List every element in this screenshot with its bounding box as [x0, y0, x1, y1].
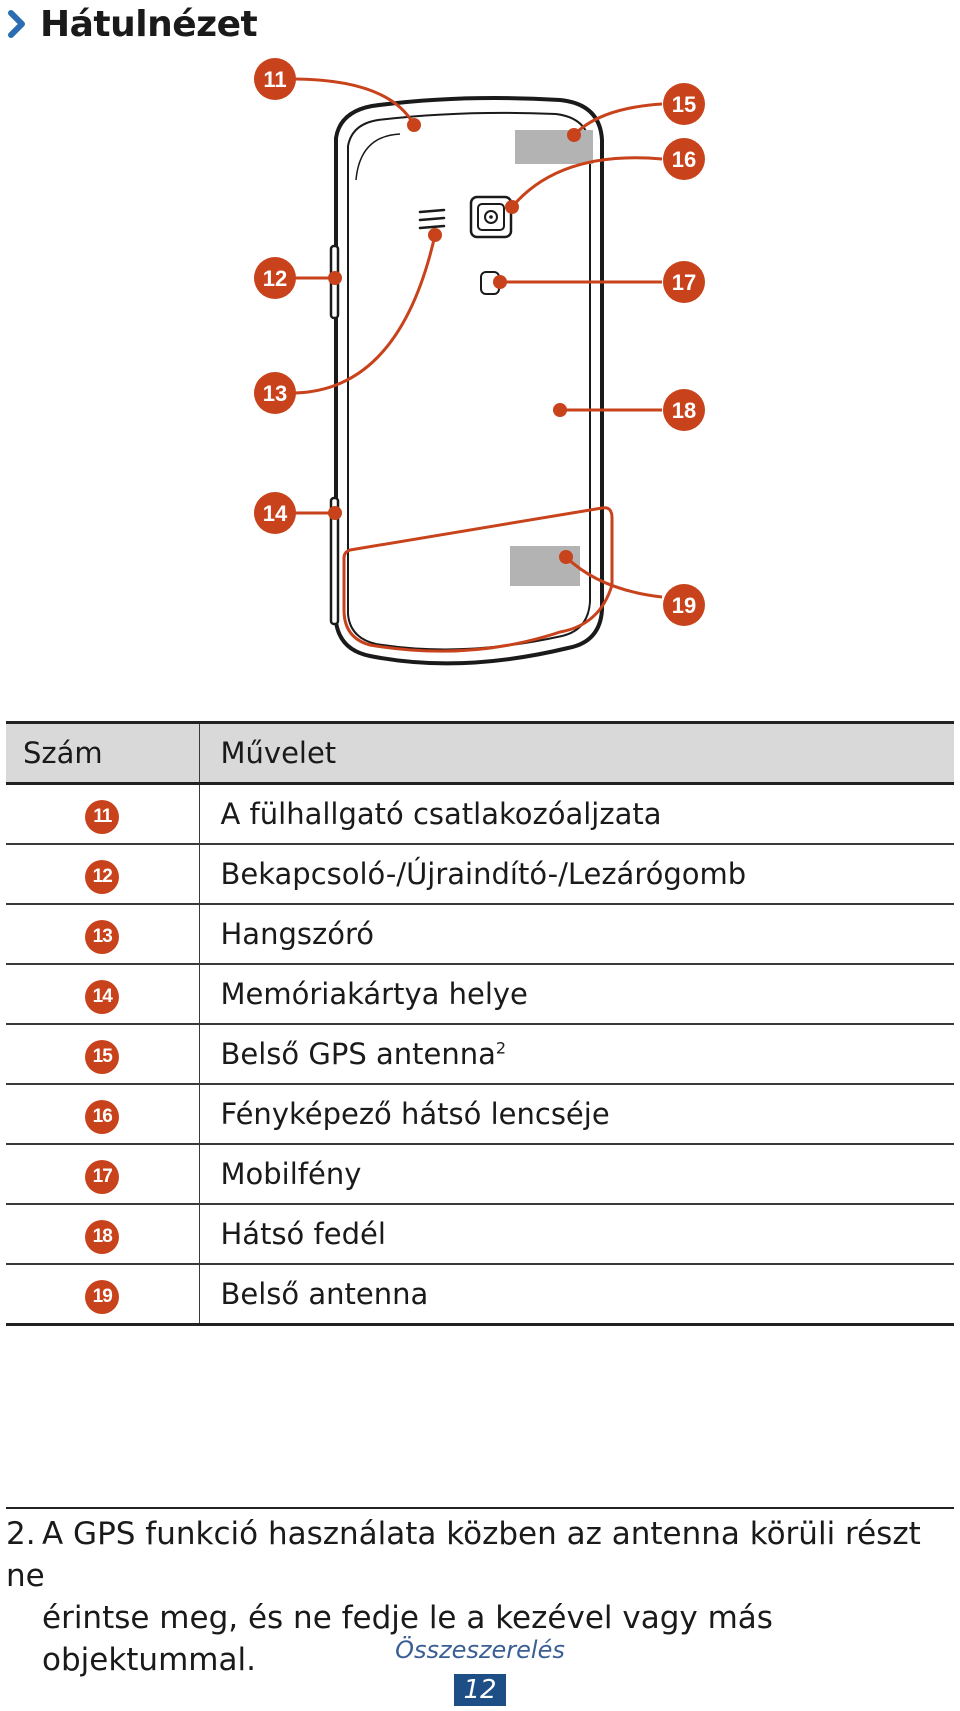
footnote-line-2: érintse meg, és ne fedje le a kezével va… — [42, 1600, 773, 1678]
table-row: 18 Hátsó fedél — [6, 1204, 954, 1265]
callout-11: 11 — [254, 58, 296, 100]
footnote: 2.A GPS funkció használata közben az ant… — [6, 1513, 954, 1681]
svg-text:13: 13 — [263, 381, 287, 406]
card-slot — [329, 496, 340, 626]
page-number: 12 — [454, 1674, 506, 1706]
column-header-operation: Művelet — [199, 721, 954, 785]
table-row: 12 Bekapcsoló-/Újraindító-/Lezárógomb — [6, 844, 954, 905]
callout-14: 14 — [254, 492, 296, 534]
row-label: Hangszóró — [199, 904, 954, 965]
row-label: Belső antenna — [199, 1264, 954, 1326]
svg-text:17: 17 — [672, 270, 696, 295]
callout-13: 13 — [254, 372, 296, 414]
row-number-badge: 19 — [85, 1279, 120, 1314]
row-number-badge: 12 — [85, 859, 120, 894]
callout-17: 17 — [663, 261, 705, 303]
parts-table: Szám Művelet 11 A fülhallgató csatlakozó… — [6, 721, 954, 1326]
section-title: Hátulnézet — [40, 3, 258, 45]
table-row: 16 Fényképező hátsó lencséje — [6, 1084, 954, 1145]
svg-text:15: 15 — [672, 92, 696, 117]
callout-19: 19 — [663, 584, 705, 626]
svg-text:11: 11 — [263, 67, 286, 92]
section-heading: Hátulnézet — [6, 0, 258, 48]
chevron-right-icon — [8, 10, 25, 38]
table-row: 14 Memóriakártya helye — [6, 964, 954, 1025]
svg-text:16: 16 — [672, 147, 696, 172]
speaker-grille — [418, 208, 446, 230]
row-label: Mobilfény — [199, 1144, 954, 1205]
row-number-badge: 16 — [85, 1099, 120, 1134]
row-label-cell: Belső GPS antenna2 — [199, 1024, 954, 1085]
svg-text:18: 18 — [672, 398, 696, 423]
footnote-line-1: 2.A GPS funkció használata közben az ant… — [6, 1513, 954, 1597]
svg-text:19: 19 — [672, 593, 696, 618]
svg-text:14: 14 — [263, 501, 288, 526]
gps-antenna-area — [515, 130, 593, 164]
row-label: Belső GPS antenna — [220, 1037, 496, 1071]
table-row: 13 Hangszóró — [6, 904, 954, 965]
row-label: Hátsó fedél — [199, 1204, 954, 1265]
table-row: 11 A fülhallgató csatlakozóaljzata — [6, 783, 954, 845]
callout-12: 12 — [254, 257, 296, 299]
row-label: Memóriakártya helye — [199, 964, 954, 1025]
table-header-row: Szám Művelet — [6, 721, 954, 785]
row-label: Bekapcsoló-/Újraindító-/Lezárógomb — [199, 844, 954, 905]
row-label: Fényképező hátsó lencséje — [199, 1084, 954, 1145]
footnote-divider — [6, 1507, 954, 1509]
row-number-badge: 15 — [85, 1039, 120, 1074]
back-cover-edge — [355, 133, 401, 181]
footnote-marker: 2. — [6, 1516, 36, 1552]
row-number-badge: 18 — [85, 1219, 120, 1254]
svg-text:12: 12 — [263, 266, 287, 291]
row-number-badge: 13 — [85, 919, 120, 954]
antenna-highlight — [342, 506, 614, 653]
column-header-number: Szám — [6, 721, 200, 785]
table-row: 15 Belső GPS antenna2 — [6, 1024, 954, 1085]
callout-16: 16 — [663, 138, 705, 180]
table-row: 19 Belső antenna — [6, 1264, 954, 1326]
phone-back-diagram: 11 12 13 14 15 16 17 18 19 — [254, 58, 705, 666]
table-row: 17 Mobilfény — [6, 1144, 954, 1205]
phone-inner-outline — [347, 111, 591, 651]
footnote-ref: 2 — [495, 1038, 507, 1058]
row-number-badge: 14 — [85, 979, 120, 1014]
callout-15: 15 — [663, 83, 705, 125]
callout-18: 18 — [663, 389, 705, 431]
footer-section-label: Összeszerelés — [395, 1636, 565, 1664]
row-number-badge: 17 — [85, 1159, 120, 1194]
row-number-badge: 11 — [85, 799, 120, 834]
row-label: A fülhallgató csatlakozóaljzata — [199, 783, 954, 845]
